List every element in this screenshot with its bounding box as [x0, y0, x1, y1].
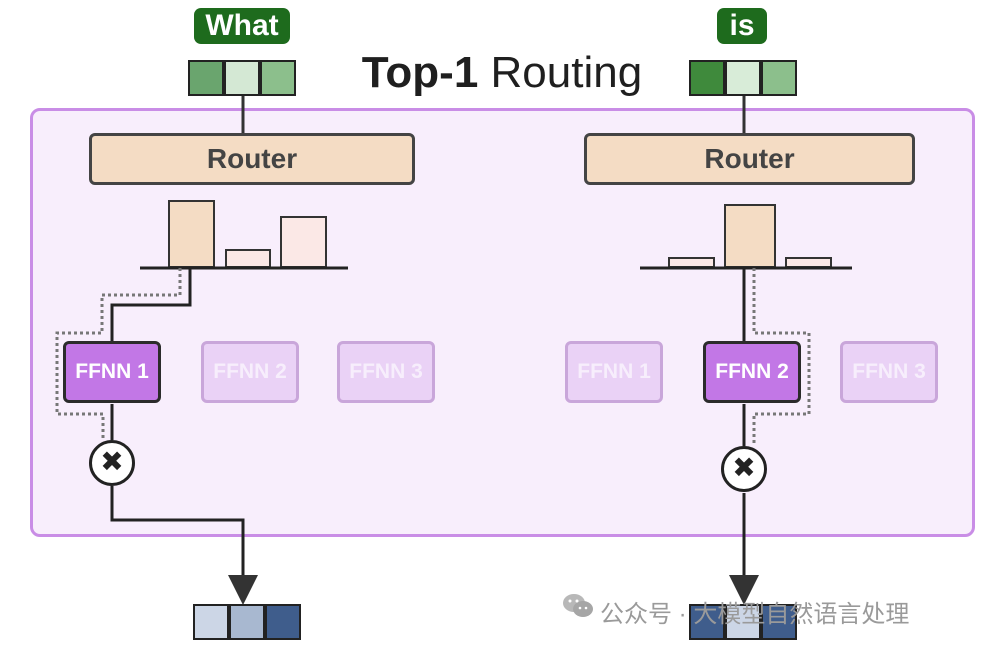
token-label-is: is: [717, 8, 767, 44]
watermark-text: 公众号 · 大模型自然语言处理: [600, 601, 910, 628]
route-path-left: [110, 268, 192, 343]
route-dotted-path-left: [55, 268, 182, 440]
vector-cell: [761, 604, 797, 640]
token-vector-is: [689, 60, 799, 96]
expert-ffnn-1-left: FFNN 1: [63, 341, 161, 403]
token-vector-what: [188, 60, 298, 96]
expert-ffnn-1-right: FFNN 1: [565, 341, 663, 403]
expert-ffnn-3-right: FFNN 3: [840, 341, 938, 403]
router-prob-bar-3: [785, 257, 832, 268]
router-prob-bar-1: [168, 200, 215, 268]
vector-cell: [725, 60, 761, 96]
vector-cell: [265, 604, 301, 640]
router-right: Router: [584, 133, 915, 185]
multiply-icon-left: ✖: [89, 440, 135, 486]
page-title: Top-1 Routing: [0, 48, 1004, 98]
router-prob-bar-1: [668, 257, 715, 268]
vector-cell: [260, 60, 296, 96]
vector-cell: [689, 604, 725, 640]
output-vector-right: [689, 604, 799, 640]
expert-ffnn-2-left: FFNN 2: [201, 341, 299, 403]
title-bold: Top-1: [361, 48, 479, 97]
vector-cell: [193, 604, 229, 640]
vector-cell: [188, 60, 224, 96]
route-dotted-path-right: [752, 268, 811, 445]
title-regular: Routing: [490, 48, 643, 97]
vector-cell: [725, 604, 761, 640]
vector-cell: [224, 60, 260, 96]
multiply-icon-right: ✖: [721, 446, 767, 492]
output-arrow-left: [110, 486, 258, 605]
router-prob-bar-2: [724, 204, 776, 268]
router-left: Router: [89, 133, 415, 185]
vector-cell: [761, 60, 797, 96]
token-label-what: What: [194, 8, 290, 44]
router-prob-bar-3: [280, 216, 327, 268]
output-vector-left: [193, 604, 303, 640]
wechat-icon: [562, 592, 594, 620]
expert-ffnn-2-right: FFNN 2: [703, 341, 801, 403]
router-prob-bar-2: [225, 249, 271, 268]
vector-cell: [229, 604, 265, 640]
vector-cell: [689, 60, 725, 96]
expert-ffnn-3-left: FFNN 3: [337, 341, 435, 403]
